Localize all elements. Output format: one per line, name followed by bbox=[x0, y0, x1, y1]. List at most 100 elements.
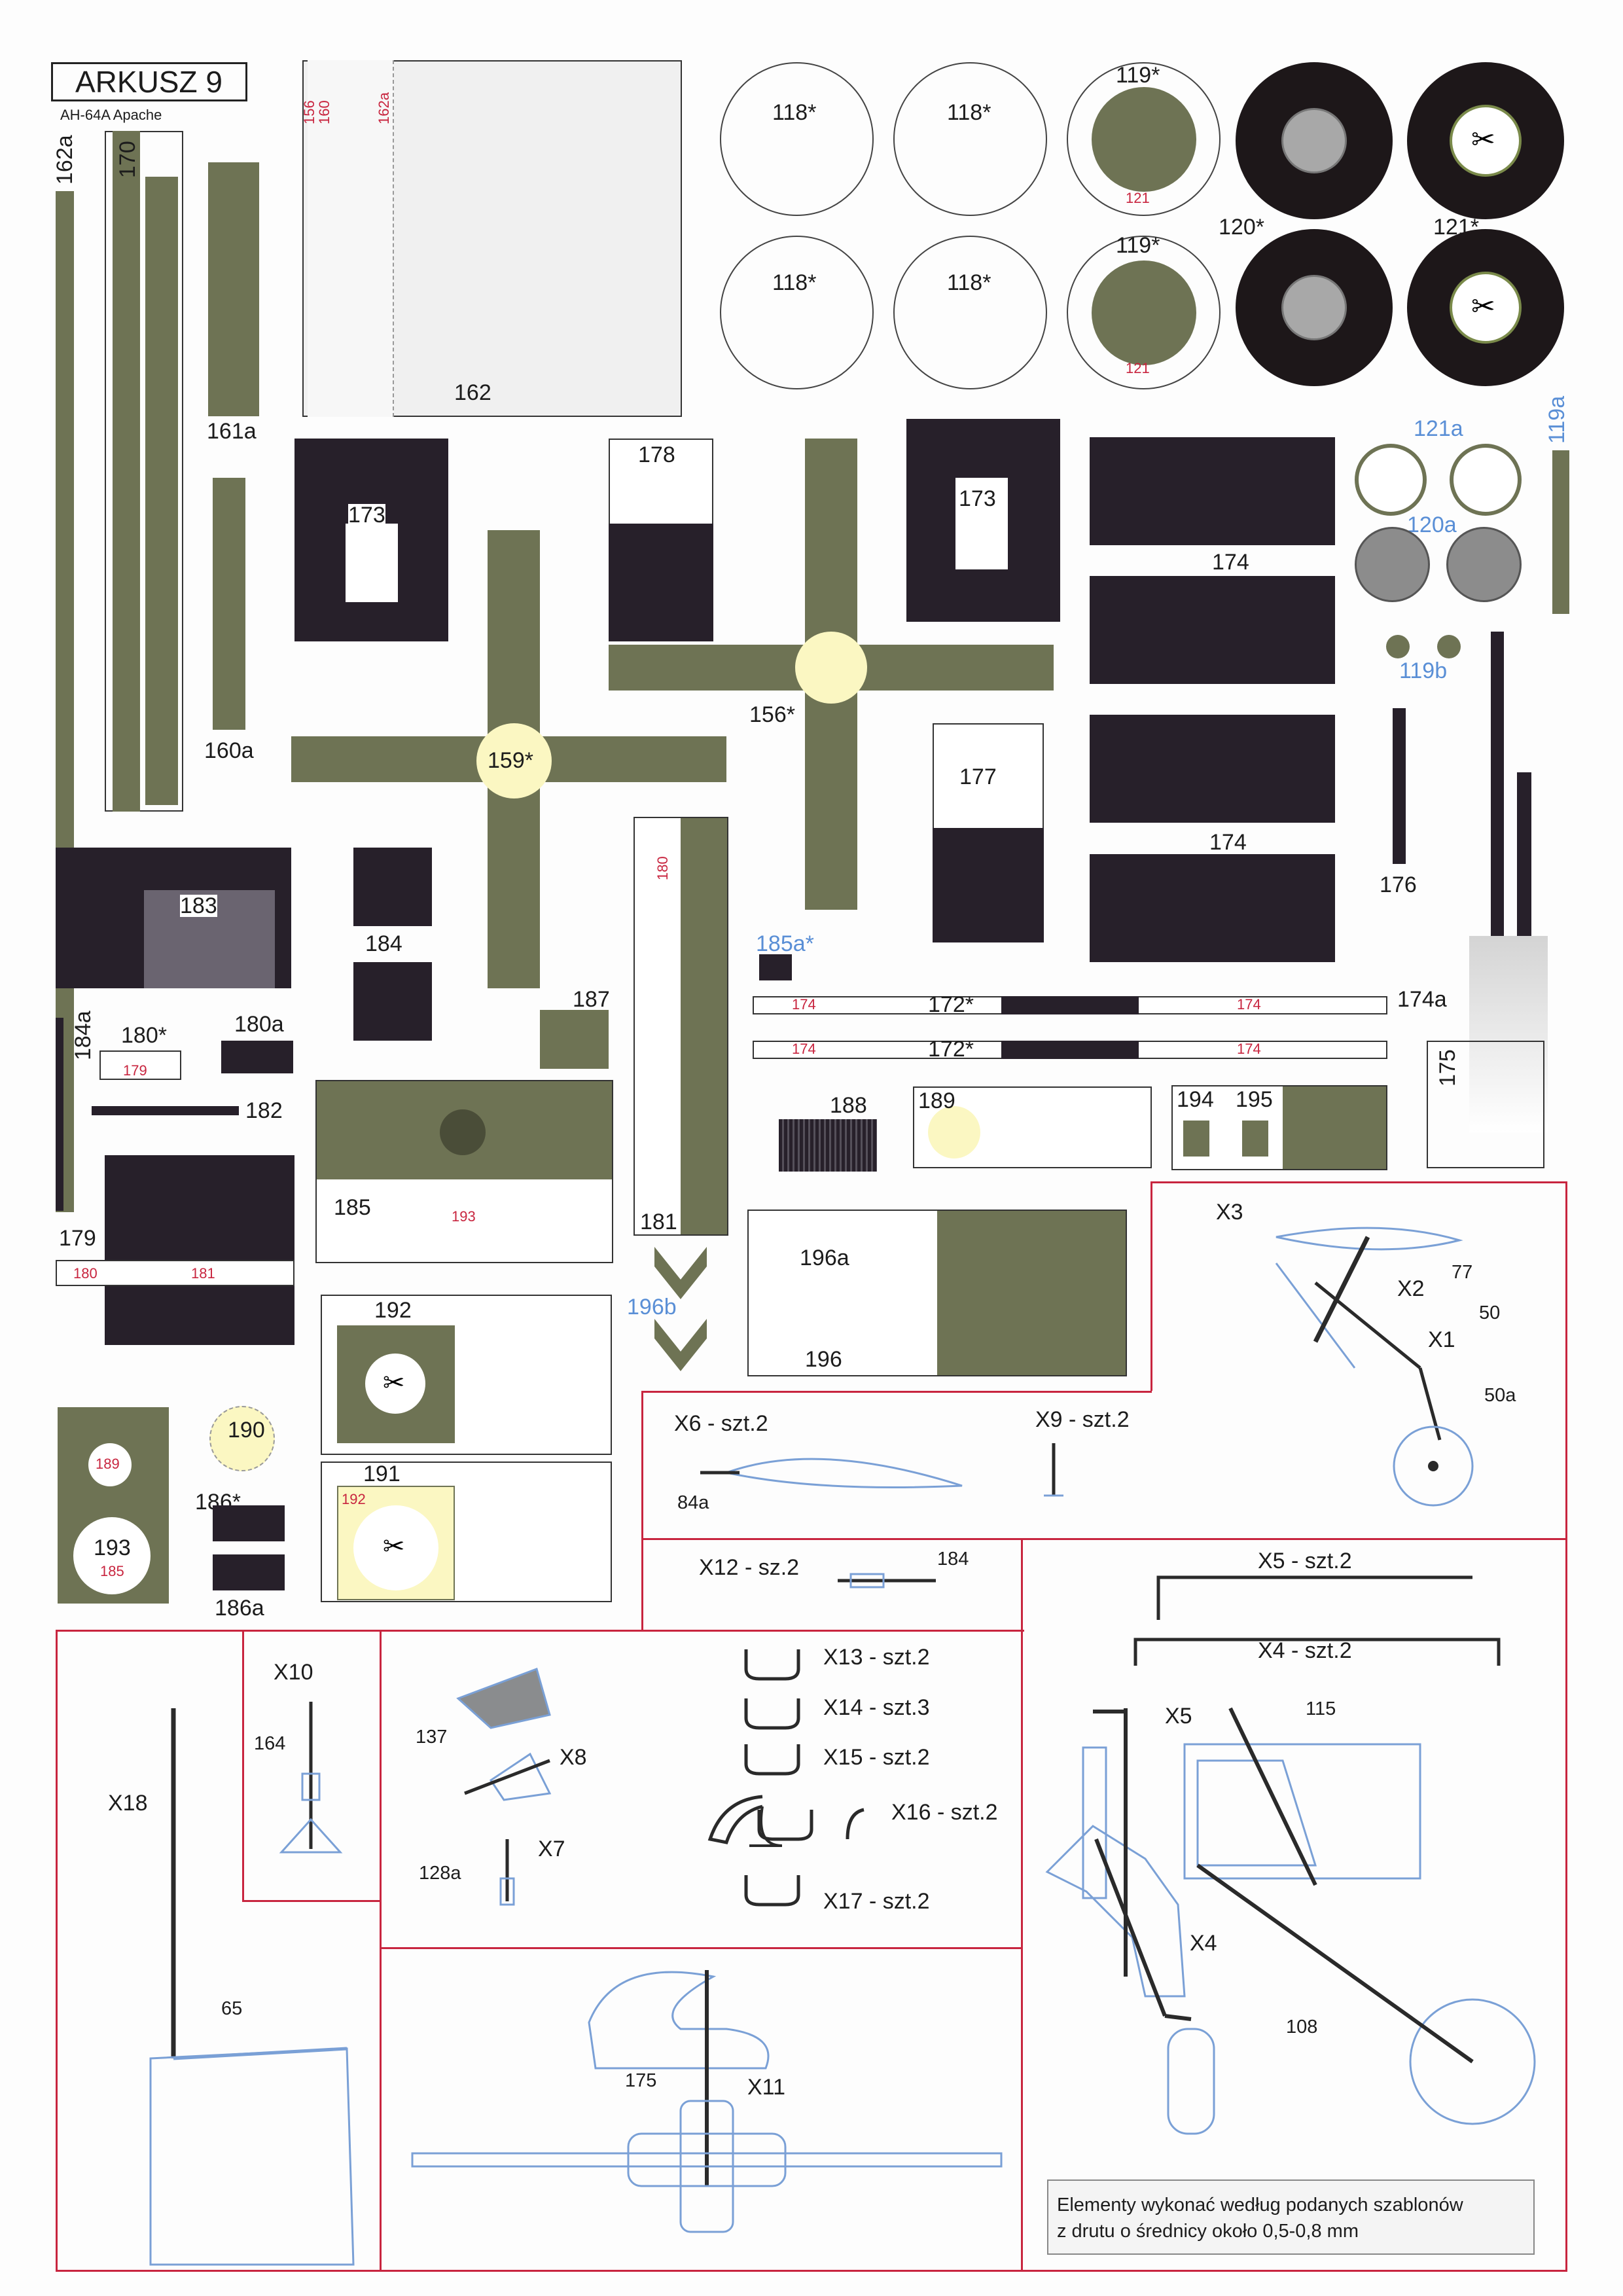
part-189-red-disc bbox=[88, 1443, 132, 1486]
label-84a: 84a bbox=[677, 1492, 709, 1513]
label-x6: X6 - szt.2 bbox=[674, 1411, 768, 1436]
label-190: 190 bbox=[228, 1418, 265, 1443]
u-wire-templates bbox=[707, 1649, 865, 1907]
part-195 bbox=[1242, 1121, 1268, 1157]
hub-119b-2 bbox=[1437, 635, 1461, 658]
label-175: 175 bbox=[1435, 1049, 1460, 1086]
frame-line bbox=[641, 1538, 1565, 1540]
label-186a: 186a bbox=[215, 1596, 264, 1621]
frame-line bbox=[56, 1630, 1024, 1632]
scissors-icon: ✂ bbox=[383, 1532, 405, 1561]
part-179-band bbox=[56, 1260, 294, 1286]
part-188 bbox=[779, 1119, 877, 1172]
label-173-1: 173 bbox=[348, 503, 385, 528]
scissors-icon: ✂ bbox=[383, 1369, 405, 1397]
label-128a: 128a bbox=[419, 1863, 461, 1884]
label-188: 188 bbox=[830, 1093, 867, 1118]
disc-118-1 bbox=[720, 62, 874, 216]
label-176: 176 bbox=[1380, 872, 1417, 897]
frame-line bbox=[1150, 1181, 1152, 1391]
label-185a: 185a* bbox=[756, 931, 814, 956]
part-160a bbox=[213, 478, 245, 730]
label-x4-top: X4 - szt.2 bbox=[1258, 1638, 1352, 1663]
part-176 bbox=[1393, 708, 1406, 864]
scissors-icon: ✂ bbox=[1471, 291, 1495, 323]
label-192-red: 192 bbox=[342, 1491, 366, 1507]
label-x5: X5 bbox=[1165, 1704, 1192, 1729]
part-185a bbox=[759, 954, 792, 980]
label-50: 50 bbox=[1479, 1302, 1501, 1323]
label-174-2: 174 bbox=[1209, 830, 1247, 855]
label-173-2: 173 bbox=[959, 486, 996, 511]
label-161a: 161a bbox=[207, 419, 257, 444]
wheel-120a-2 bbox=[1446, 527, 1522, 602]
label-179: 179 bbox=[59, 1226, 96, 1251]
label-162a: 162a bbox=[52, 135, 77, 185]
label-118-4: 118* bbox=[947, 270, 991, 295]
label-181: 181 bbox=[640, 1210, 677, 1234]
hub-120-1 bbox=[1281, 108, 1347, 173]
label-182: 182 bbox=[245, 1098, 283, 1123]
disc-118-3 bbox=[720, 236, 874, 389]
part-156-hub bbox=[795, 632, 867, 704]
frame-line bbox=[56, 2270, 1567, 2272]
part-186 bbox=[213, 1505, 285, 1541]
label-156-red: 156 bbox=[301, 100, 317, 124]
label-184a: 184a bbox=[71, 1011, 96, 1060]
part-180 bbox=[99, 1050, 181, 1080]
instruction-note-line2: z drutu o średnicy około 0,5-0,8 mm bbox=[1057, 2221, 1359, 2242]
label-193-red: 193 bbox=[452, 1208, 476, 1225]
part-184-1 bbox=[353, 848, 432, 926]
part-119a bbox=[1552, 450, 1569, 614]
instruction-note-line1: Elementy wykonać według podanych szablon… bbox=[1057, 2195, 1463, 2215]
label-x5-top: X5 - szt.2 bbox=[1258, 1549, 1352, 1573]
frame-line bbox=[380, 1947, 1022, 1949]
part-170-fill-2 bbox=[145, 177, 178, 805]
label-119-2: 119* bbox=[1116, 233, 1160, 258]
hub-119-1 bbox=[1092, 87, 1196, 192]
label-180-red: 180 bbox=[73, 1265, 98, 1282]
label-160-red: 160 bbox=[316, 100, 332, 124]
label-172-1: 172* bbox=[928, 992, 974, 1017]
label-x12: X12 - sz.2 bbox=[699, 1555, 800, 1580]
frame-line bbox=[380, 1630, 382, 2271]
part-184a bbox=[56, 1018, 63, 1211]
x11-rotor-hub-diagram bbox=[411, 1970, 1003, 2233]
part-174-4 bbox=[1090, 854, 1335, 962]
disc-118-4 bbox=[893, 236, 1047, 389]
label-159: 159* bbox=[488, 748, 533, 773]
part-170-strip bbox=[105, 131, 183, 812]
label-x11: X11 bbox=[747, 2075, 785, 2100]
x6-wire-template bbox=[700, 1458, 963, 1488]
hub-119-2 bbox=[1092, 260, 1196, 365]
label-175-wire: 175 bbox=[625, 2070, 657, 2091]
part-186a bbox=[213, 1554, 285, 1590]
sheet-subtitle: AH-64A Apache bbox=[60, 107, 162, 123]
label-192: 192 bbox=[374, 1298, 412, 1323]
part-172-dark-1 bbox=[1001, 996, 1139, 1014]
label-196a: 196a bbox=[800, 1246, 849, 1270]
part-174-2 bbox=[1090, 576, 1335, 684]
label-180s: 180* bbox=[121, 1023, 167, 1048]
label-119a: 119a bbox=[1544, 395, 1569, 444]
label-189-red: 189 bbox=[96, 1456, 120, 1472]
label-x18: X18 bbox=[108, 1791, 148, 1816]
frame-line bbox=[242, 1630, 244, 1901]
label-180a: 180a bbox=[234, 1012, 284, 1037]
x5-x4-wire-templates bbox=[1133, 1575, 1501, 1666]
label-172-2: 172* bbox=[928, 1037, 974, 1062]
part-196-chevrons bbox=[654, 1247, 707, 1371]
label-118-1: 118* bbox=[772, 100, 817, 125]
x8-wire-template bbox=[456, 1668, 552, 1801]
part-194-195-fill bbox=[1283, 1086, 1386, 1169]
label-120a: 120a bbox=[1407, 512, 1457, 537]
label-x13: X13 - szt.2 bbox=[823, 1645, 930, 1670]
part-189-disc bbox=[928, 1106, 980, 1158]
frame-line bbox=[1150, 1181, 1567, 1183]
label-119-1: 119* bbox=[1116, 63, 1160, 88]
label-177: 177 bbox=[959, 764, 997, 789]
label-174-red-4: 174 bbox=[1237, 1041, 1261, 1057]
label-118-2: 118* bbox=[947, 100, 991, 125]
label-174-red-2: 174 bbox=[1237, 996, 1261, 1013]
label-160a: 160a bbox=[204, 738, 254, 763]
